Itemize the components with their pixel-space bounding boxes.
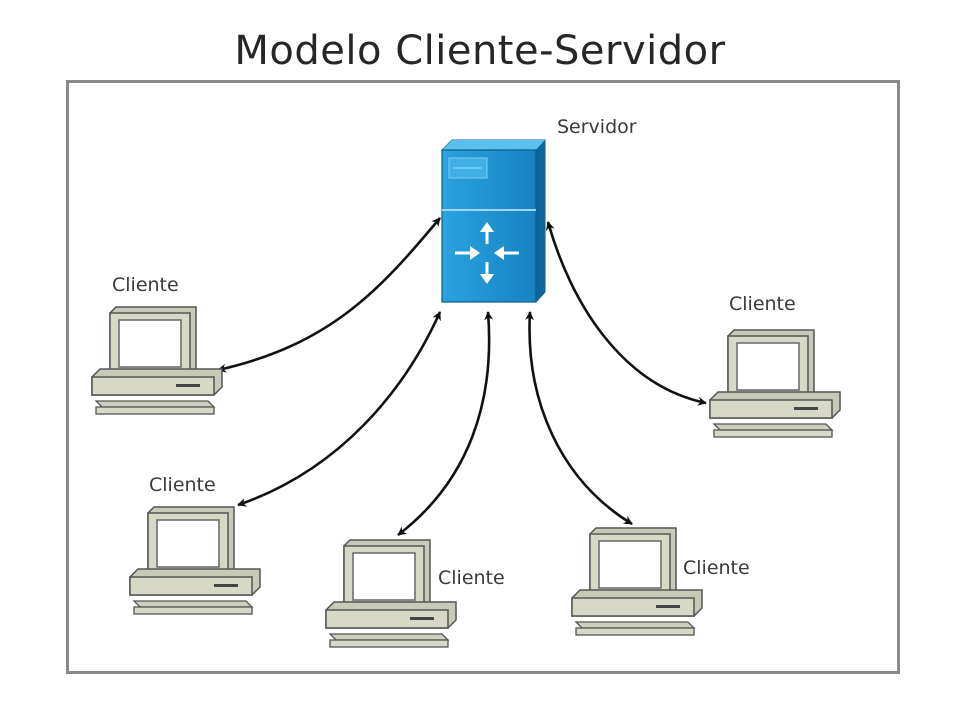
connection-arrow-client-5 bbox=[545, 221, 707, 406]
computer-icon-client-2 bbox=[129, 506, 261, 615]
client-label-5: Cliente bbox=[729, 293, 796, 315]
client-label-4: Cliente bbox=[683, 557, 750, 579]
computer-icon-client-5 bbox=[709, 329, 841, 438]
connection-arrow-client-4 bbox=[525, 311, 633, 526]
client-label-2: Cliente bbox=[149, 474, 216, 496]
client-label-1: Cliente bbox=[112, 274, 179, 296]
diagram-title: Modelo Cliente-Servidor bbox=[234, 28, 726, 74]
client-label-3: Cliente bbox=[438, 567, 505, 589]
server-icon bbox=[441, 139, 546, 303]
computer-icon-client-3 bbox=[325, 539, 457, 648]
connection-arrow-client-2 bbox=[237, 311, 442, 507]
computer-icon-client-1 bbox=[91, 306, 223, 415]
connection-arrow-client-3 bbox=[397, 311, 494, 537]
connection-arrow-client-1 bbox=[217, 217, 441, 373]
server-label: Servidor bbox=[557, 116, 637, 138]
computer-icon-client-4 bbox=[571, 527, 703, 636]
